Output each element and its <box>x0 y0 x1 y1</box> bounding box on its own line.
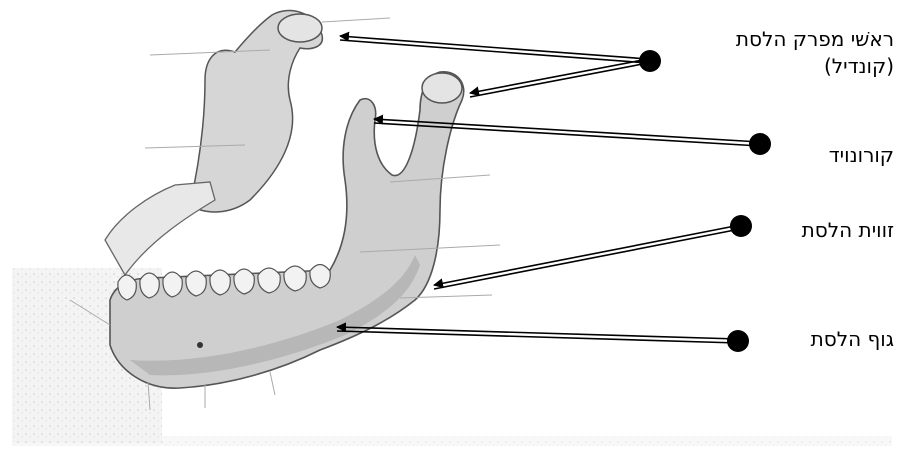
pointer-angle <box>434 225 740 289</box>
near-condyle <box>422 73 462 103</box>
pointer-condyle-2 <box>470 59 648 97</box>
mental-foramen <box>197 342 203 348</box>
label-condyle-line1: ראשׁי מפרק הלסת <box>654 26 894 53</box>
speckled-strip <box>12 436 892 446</box>
pointer-dots <box>639 50 771 352</box>
pointer-condyle-1 <box>340 36 648 63</box>
label-coronoid: קורונויד <box>829 142 894 169</box>
pointer-dot <box>730 215 752 237</box>
label-angle: זווית הלסת <box>802 217 894 244</box>
far-teeth-row <box>105 182 215 275</box>
far-condyle <box>278 14 322 42</box>
pointer-dot <box>749 133 771 155</box>
pointer-body <box>337 327 738 343</box>
pointer-dot <box>727 330 749 352</box>
label-body: גוף הלסת <box>811 326 894 353</box>
label-condyle-line2: (קונדיל) <box>654 53 894 80</box>
label-condyle: ראשׁי מפרק הלסת (קונדיל) <box>654 26 894 80</box>
